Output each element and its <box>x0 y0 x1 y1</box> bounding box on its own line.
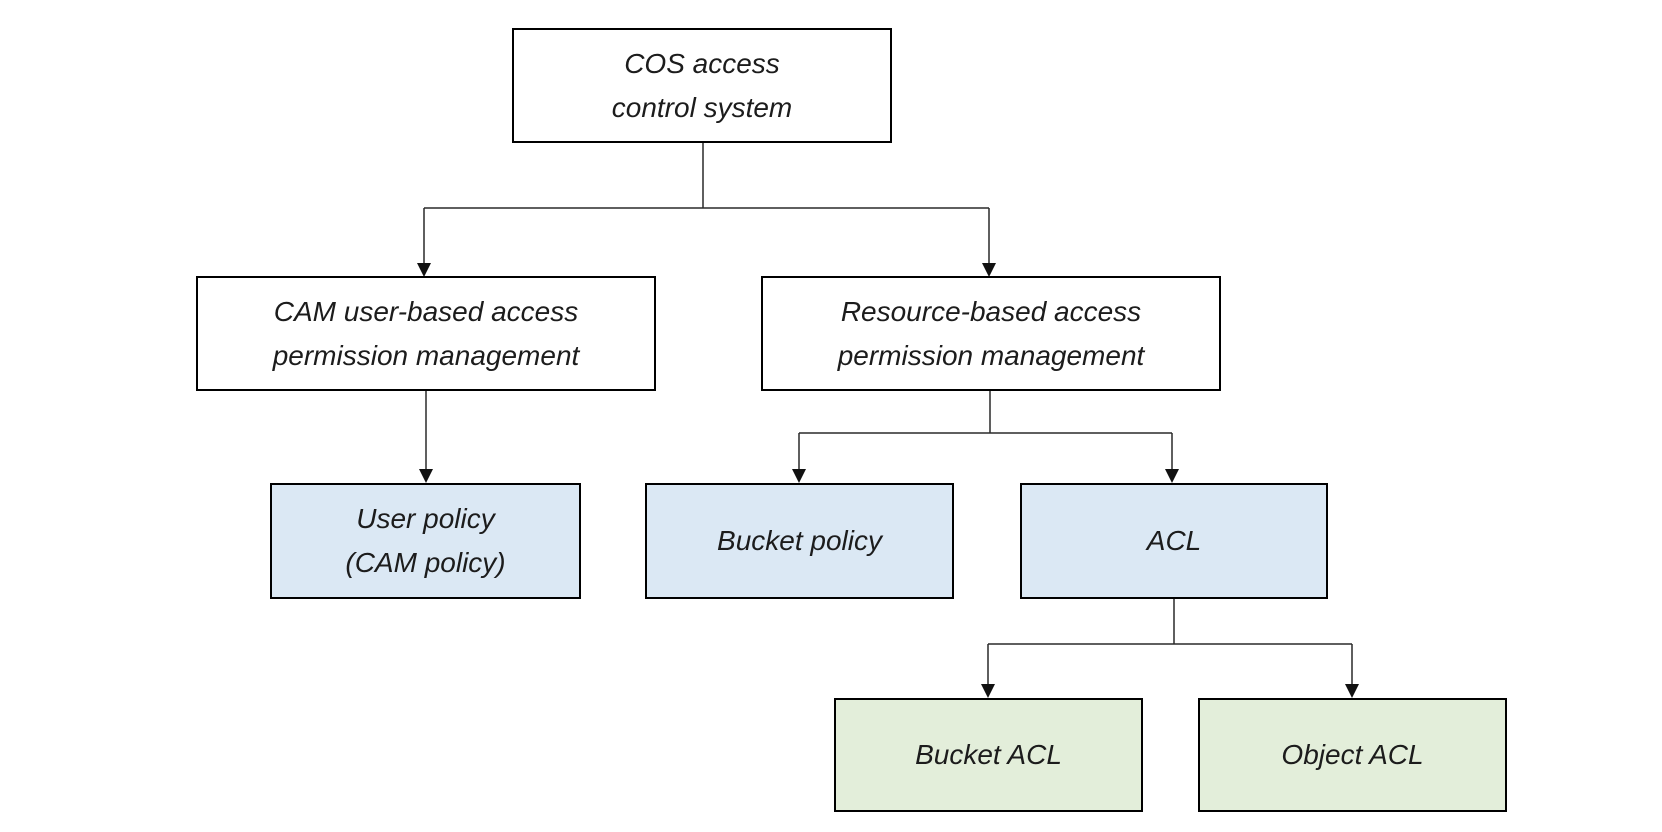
arrowhead-to-acl <box>1165 469 1179 483</box>
arrowhead-to-bucket-acl <box>981 684 995 698</box>
edge-resource-children <box>798 391 1173 470</box>
node-acl: ACL <box>1020 483 1328 599</box>
arrowhead-to-resource <box>982 263 996 277</box>
node-object-acl: Object ACL <box>1198 698 1507 812</box>
edge-root-children <box>423 143 990 264</box>
arrowhead-to-bucket-policy <box>792 469 806 483</box>
node-label: User policy (CAM policy) <box>345 503 506 578</box>
arrowhead-to-object-acl <box>1345 684 1359 698</box>
node-label: CAM user-based access permission managem… <box>272 295 580 371</box>
node-label: ACL <box>1146 525 1202 557</box>
arrowhead-to-cam <box>417 263 431 277</box>
arrowhead-to-user-policy <box>419 469 433 483</box>
node-bucket-acl: Bucket ACL <box>834 698 1143 812</box>
node-label: Bucket ACL <box>915 739 1062 771</box>
node-label: Object ACL <box>1281 739 1424 771</box>
node-bucket-policy: Bucket policy <box>645 483 954 599</box>
node-cam-user-based-access: CAM user-based access permission managem… <box>196 276 656 391</box>
node-label: Bucket policy <box>717 525 882 557</box>
node-cos-access-control-system: COS access control system <box>512 28 892 143</box>
node-user-policy: User policy (CAM policy) <box>270 483 581 599</box>
node-resource-based-access: Resource-based access permission managem… <box>761 276 1221 391</box>
edge-acl-children <box>987 599 1353 685</box>
node-label: COS access control system <box>611 47 793 123</box>
node-label: Resource-based access permission managem… <box>837 295 1145 371</box>
